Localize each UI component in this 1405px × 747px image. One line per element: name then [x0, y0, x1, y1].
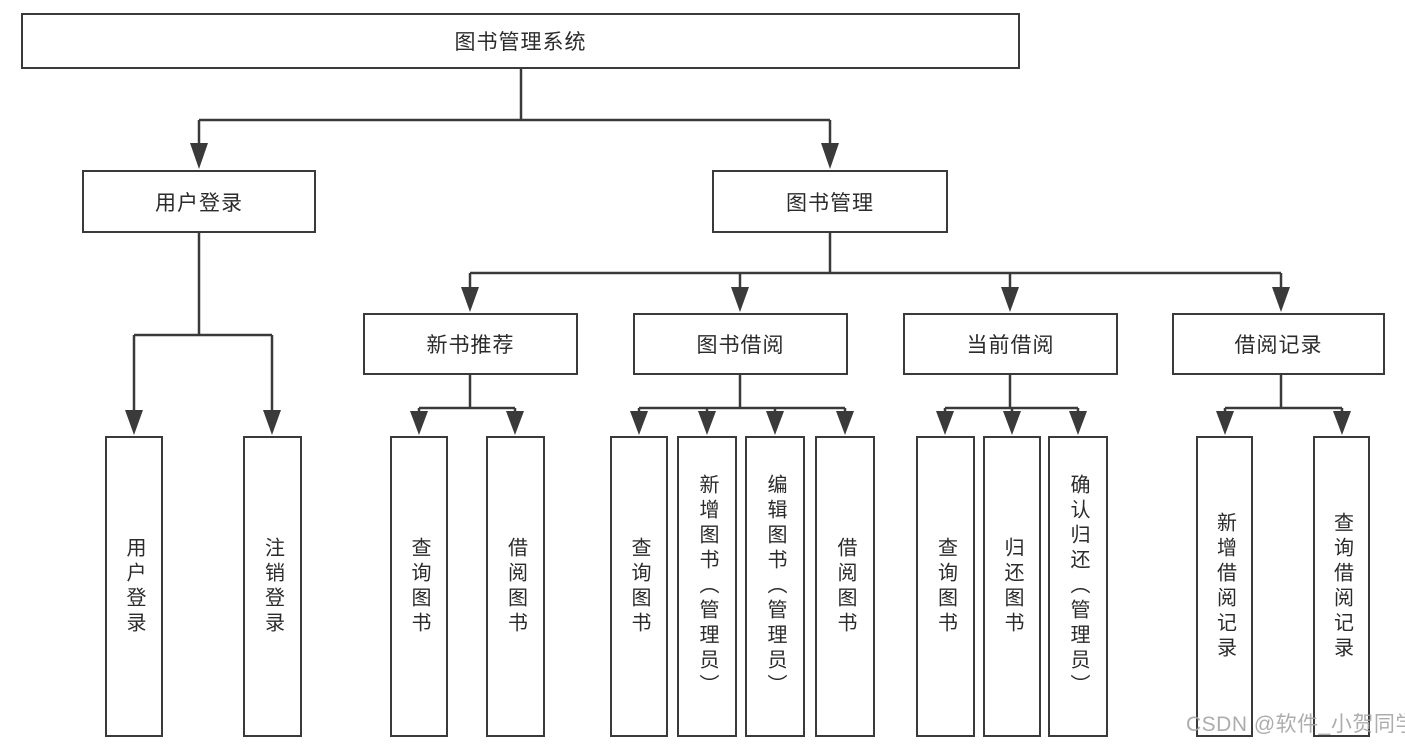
- node-book-management-label: 图书管理: [786, 191, 874, 215]
- node-leaf-logout: 注销登录: [243, 436, 302, 737]
- node-leaf-borrow-books-1: 借阅图书: [486, 436, 545, 737]
- node-new-book-recommend: 新书推荐: [363, 313, 578, 375]
- node-leaf-query-borrow-record: 查询借阅记录: [1313, 436, 1370, 737]
- node-leaf-query-books-1-label: 查询图书: [408, 536, 430, 637]
- arrowheads: [125, 143, 1351, 435]
- node-leaf-add-borrow-record-label: 新增借阅记录: [1213, 511, 1236, 662]
- node-borrow-records: 借阅记录: [1172, 313, 1385, 375]
- node-leaf-query-books-3-label: 查询图书: [934, 536, 957, 637]
- node-new-book-recommend-label: 新书推荐: [426, 334, 515, 357]
- node-leaf-query-books-1: 查询图书: [390, 436, 448, 737]
- node-leaf-borrow-books-2: 借阅图书: [815, 436, 875, 737]
- node-leaf-user-login-label: 用户登录: [123, 536, 145, 637]
- node-leaf-query-books-2-label: 查询图书: [628, 536, 650, 637]
- node-leaf-edit-book-admin: 编辑图书（管理员）: [745, 436, 805, 737]
- node-borrow-records-label: 借阅记录: [1234, 334, 1323, 357]
- node-root: 图书管理系统: [21, 13, 1020, 69]
- node-leaf-user-login: 用户登录: [105, 436, 163, 737]
- node-leaf-add-book-admin-label: 新增图书（管理员）: [696, 474, 718, 699]
- node-root-label: 图书管理系统: [454, 31, 587, 54]
- node-leaf-query-books-3: 查询图书: [916, 436, 975, 737]
- csdn-watermark: CSDN @软件_小贺同学: [1186, 713, 1405, 736]
- node-current-borrow: 当前借阅: [903, 313, 1118, 375]
- node-user-login: 用户登录: [82, 170, 316, 233]
- node-book-management: 图书管理: [712, 170, 948, 233]
- node-leaf-edit-book-admin-label: 编辑图书（管理员）: [764, 474, 786, 699]
- node-user-login-label: 用户登录: [155, 191, 243, 215]
- node-leaf-borrow-books-2-label: 借阅图书: [834, 536, 856, 637]
- node-leaf-borrow-books-1-label: 借阅图书: [504, 536, 527, 637]
- node-leaf-return-book: 归还图书: [983, 436, 1041, 737]
- node-current-borrow-label: 当前借阅: [966, 334, 1055, 357]
- node-leaf-query-books-2: 查询图书: [610, 436, 668, 737]
- node-leaf-query-borrow-record-label: 查询借阅记录: [1330, 511, 1353, 662]
- node-book-borrow-label: 图书借阅: [696, 334, 785, 357]
- node-leaf-logout-label: 注销登录: [261, 536, 284, 637]
- node-leaf-add-book-admin: 新增图书（管理员）: [677, 436, 737, 737]
- node-book-borrow: 图书借阅: [633, 313, 848, 375]
- node-leaf-confirm-return-admin: 确认归还（管理员）: [1048, 436, 1108, 737]
- node-leaf-confirm-return-admin-label: 确认归还（管理员）: [1067, 474, 1089, 699]
- node-leaf-add-borrow-record: 新增借阅记录: [1196, 436, 1253, 737]
- node-leaf-return-book-label: 归还图书: [1001, 536, 1023, 637]
